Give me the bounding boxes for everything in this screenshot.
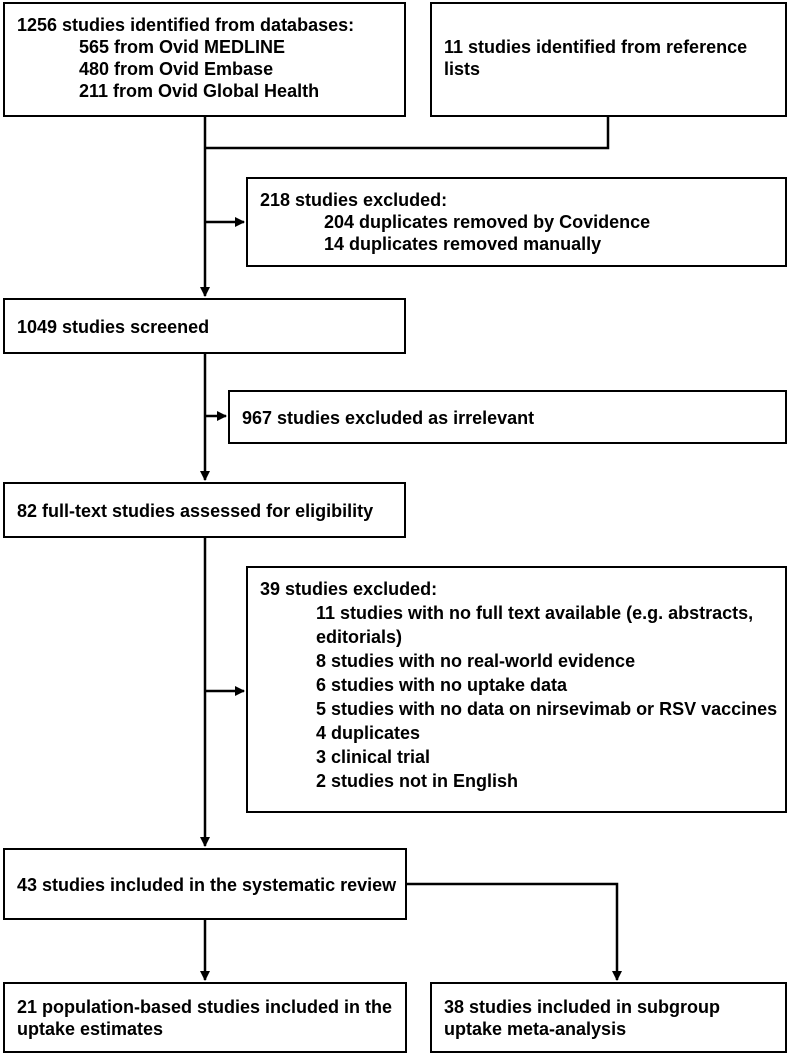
screened-box: 1049 studies screened <box>3 298 406 354</box>
excluded-item-not-english: 2 studies not in English <box>316 771 519 791</box>
fulltext-box: 82 full-text studies assessed for eligib… <box>3 482 406 538</box>
included-uptake-box: 21 population-based studies included in … <box>3 982 407 1053</box>
excluded-item-covidence: 204 duplicates removed by Covidence <box>324 212 651 232</box>
included-subgroup-box: 38 studies included in subgroup uptake m… <box>430 982 787 1053</box>
included-subgroup-text: 38 studies included in subgroup uptake m… <box>444 997 721 1039</box>
excluded-item-manual: 14 duplicates removed manually <box>324 234 602 254</box>
excluded-irrelevant-box: 967 studies excluded as irrelevant <box>228 390 787 444</box>
identified-databases-title: 1256 studies identified from databases: <box>17 15 355 35</box>
connector-refs-merge <box>205 117 610 150</box>
screened-text: 1049 studies screened <box>17 317 210 337</box>
excluded-eligibility-box: 39 studies excluded: 11 studies with no … <box>246 566 787 813</box>
excluded-item-no-uptake: 6 studies with no uptake data <box>316 675 568 695</box>
excluded-irrelevant-text: 967 studies excluded as irrelevant <box>242 408 535 428</box>
identified-references-text: 11 studies identified from reference lis… <box>444 37 748 79</box>
included-uptake-text: 21 population-based studies included in … <box>17 997 393 1039</box>
excluded-item-duplicates: 4 duplicates <box>316 723 421 743</box>
excluded-item-no-full-text: 11 studies with no full text available (… <box>316 603 754 647</box>
excluded-item-no-real-world: 8 studies with no real-world evidence <box>316 651 636 671</box>
included-review-box: 43 studies included in the systematic re… <box>3 848 407 920</box>
excluded-duplicates-title: 218 studies excluded: <box>260 190 448 210</box>
identified-databases-box: 1256 studies identified from databases: … <box>3 2 406 117</box>
database-item-global-health: 211 from Ovid Global Health <box>79 81 320 101</box>
excluded-item-clinical-trial: 3 clinical trial <box>316 747 431 767</box>
identified-references-box: 11 studies identified from reference lis… <box>430 2 787 117</box>
excluded-item-no-nirsevimab: 5 studies with no data on nirsevimab or … <box>316 699 778 719</box>
database-item-medline: 565 from Ovid MEDLINE <box>79 37 286 57</box>
excluded-duplicates-box: 218 studies excluded: 204 duplicates rem… <box>246 177 787 267</box>
included-review-text: 43 studies included in the systematic re… <box>17 875 397 895</box>
database-item-embase: 480 from Ovid Embase <box>79 59 274 79</box>
connector-to-included-subgroup <box>407 882 622 981</box>
excluded-eligibility-title: 39 studies excluded: <box>260 579 438 599</box>
fulltext-text: 82 full-text studies assessed for eligib… <box>17 501 374 521</box>
